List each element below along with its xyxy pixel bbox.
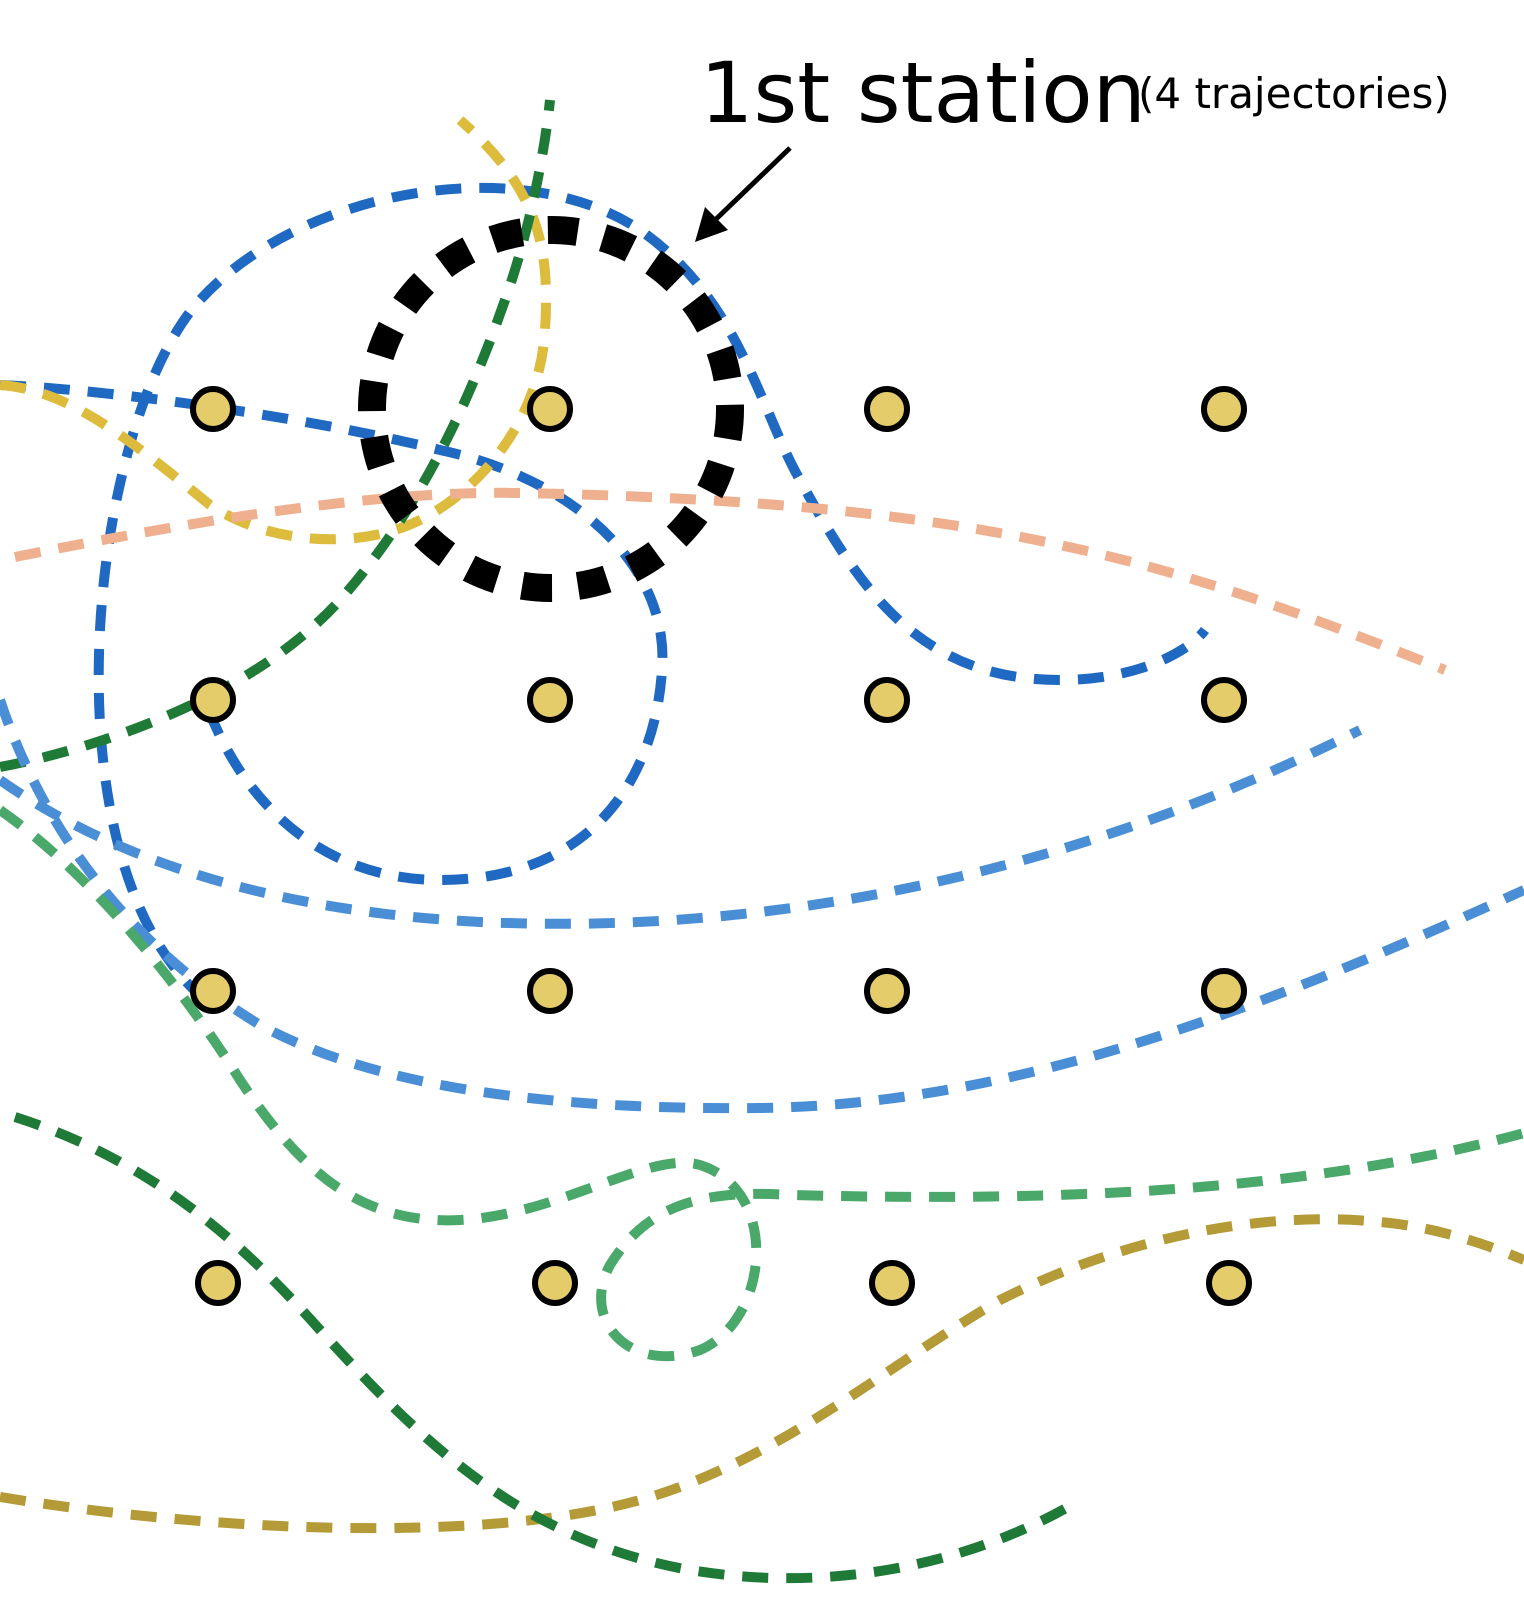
trajectory-green-lower <box>13 1112 1083 1584</box>
first-station-ring <box>358 216 744 602</box>
trajectory-lightblue-lower <box>0 698 1524 1114</box>
trajectory-peach <box>14 487 1447 675</box>
annotation-title: 1st station <box>700 44 1146 142</box>
station <box>864 386 910 432</box>
station <box>869 1260 915 1306</box>
trajectory-green-swirl <box>0 805 1524 1362</box>
station <box>1201 968 1247 1014</box>
station <box>527 677 573 723</box>
station <box>864 677 910 723</box>
station <box>195 1260 241 1306</box>
station <box>1206 1260 1252 1306</box>
station <box>190 968 236 1014</box>
station <box>527 386 573 432</box>
trajectory-olive <box>0 1214 1524 1534</box>
trajectory-yellow <box>0 116 552 545</box>
trajectory-lightblue-upper <box>0 725 1363 929</box>
trajectory-green-diagonal <box>0 99 555 772</box>
station <box>864 968 910 1014</box>
station <box>1201 677 1247 723</box>
trajectory-blue-loop <box>0 380 668 886</box>
station <box>1201 386 1247 432</box>
station <box>190 386 236 432</box>
stations <box>190 386 1252 1306</box>
trajectory-blue-arc <box>93 182 1209 1004</box>
station <box>527 968 573 1014</box>
station <box>190 677 236 723</box>
arrow-icon <box>695 146 792 242</box>
trajectories <box>0 99 1524 1584</box>
annotation-subtitle: (4 trajectories) <box>1138 69 1450 118</box>
station <box>532 1260 578 1306</box>
